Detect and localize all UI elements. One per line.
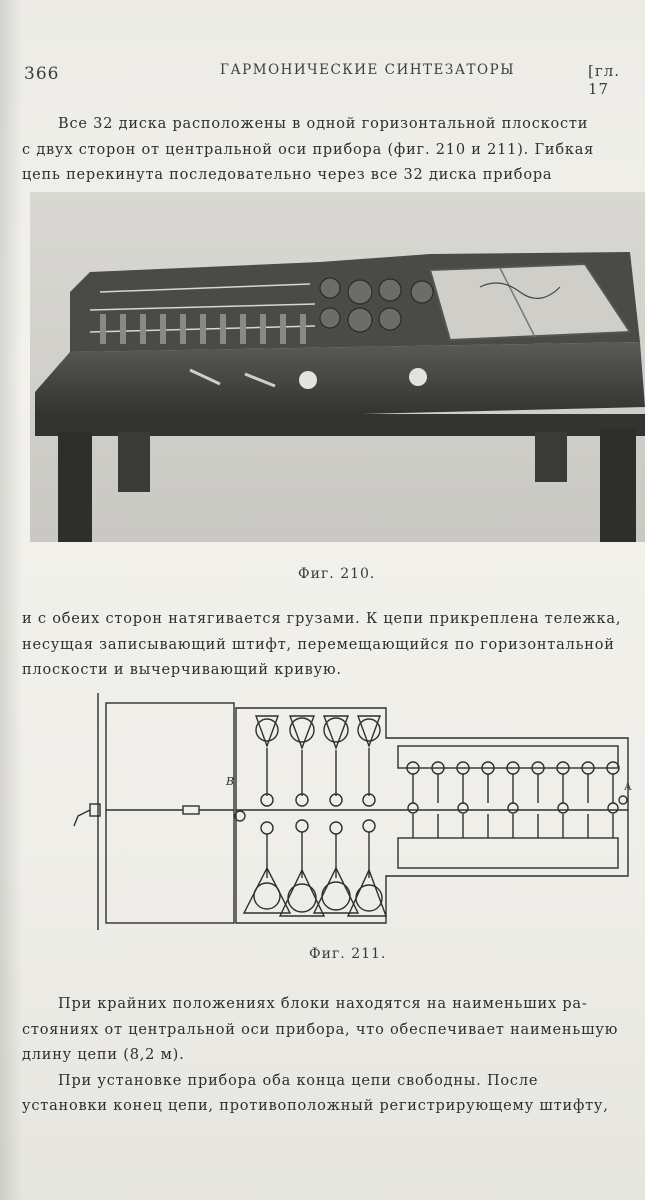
text-line: плоскости и вычерчивающий кривую. bbox=[22, 662, 342, 678]
text-line: с двух сторон от центральной оси прибора… bbox=[22, 141, 595, 158]
text-line: длину цепи (8,2 м). bbox=[22, 1047, 185, 1063]
text-line: стояниях от центральной оси прибора, что… bbox=[22, 1021, 619, 1038]
paragraph-3: При крайних положениях блоки находятся н… bbox=[22, 992, 618, 1120]
label-a: А bbox=[624, 782, 632, 793]
page-header: 366 ГАРМОНИЧЕСКИЕ СИНТЕЗАТОРЫ [гл. 17 bbox=[0, 58, 645, 98]
text-line: установки конец цепи, противоположный ре… bbox=[22, 1098, 609, 1114]
chapter-marker: [гл. 17 bbox=[588, 62, 621, 98]
figure-210-photo bbox=[30, 192, 645, 542]
label-b: В bbox=[225, 775, 234, 788]
text-line: При крайних положениях блоки находятся н… bbox=[58, 996, 588, 1012]
figure-211-caption: Фиг. 211. bbox=[309, 946, 387, 962]
page-number: 366 bbox=[24, 64, 60, 84]
paragraph-1: Все 32 диска расположены в одной горизон… bbox=[22, 112, 594, 189]
text-line: Все 32 диска расположены в одной горизон… bbox=[58, 116, 589, 132]
paragraph-2: и с обеих сторон натягивается грузами. К… bbox=[22, 607, 621, 684]
figure-210-caption: Фиг. 210. bbox=[298, 566, 376, 582]
text-line: несущая записывающий штифт, перемещающий… bbox=[22, 636, 615, 653]
text-line: цепь перекинута последовательно через вс… bbox=[22, 167, 553, 183]
text-line: При установке прибора оба конца цепи сво… bbox=[58, 1072, 539, 1089]
page-gutter-shadow bbox=[0, 0, 22, 1200]
figure-211-schematic: В А bbox=[73, 693, 632, 930]
running-title: ГАРМОНИЧЕСКИЕ СИНТЕЗАТОРЫ bbox=[220, 62, 515, 78]
text-line: и с обеих сторон натягивается грузами. К… bbox=[22, 611, 622, 627]
